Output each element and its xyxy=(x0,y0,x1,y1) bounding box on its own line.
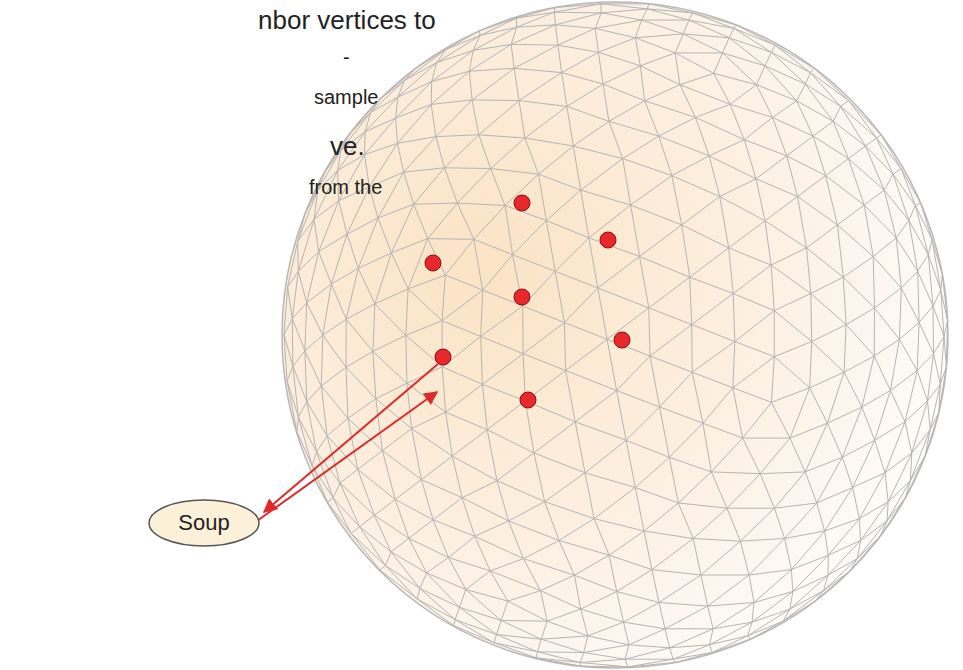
sphere-body xyxy=(282,2,948,668)
slide-text: sample xyxy=(314,86,378,109)
slide-text: from the xyxy=(309,176,382,199)
slide-text: - xyxy=(343,46,350,69)
arrow-from-soup xyxy=(250,392,437,526)
sample-dots xyxy=(425,195,630,408)
arrow-to-soup xyxy=(264,364,438,512)
slide-text: nbor vertices to xyxy=(258,6,436,36)
soup-oval: Soup xyxy=(148,499,260,547)
sphere-mesh xyxy=(284,4,948,667)
slide-text: ve. xyxy=(330,132,365,162)
node-label: Soup xyxy=(148,510,260,536)
